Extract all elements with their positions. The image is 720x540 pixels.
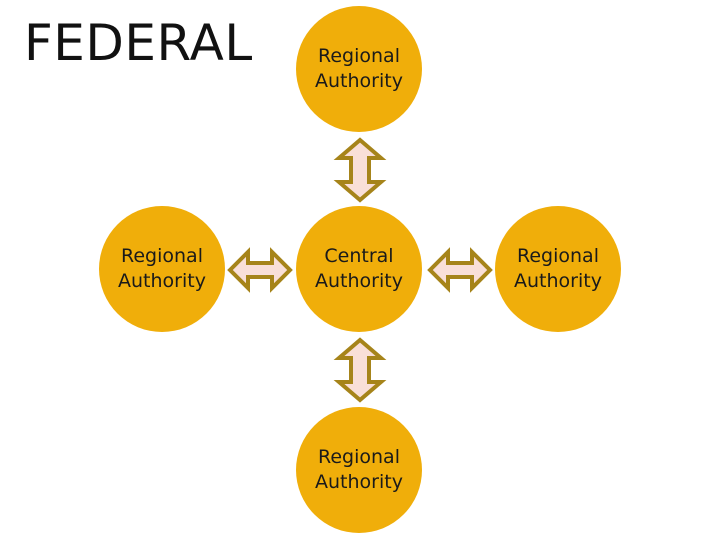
central-authority-node: Central Authority bbox=[296, 206, 422, 332]
node-label: Regional Authority bbox=[315, 446, 403, 493]
node-label: Regional Authority bbox=[315, 45, 403, 92]
double-arrow-vertical-icon bbox=[333, 137, 387, 203]
double-arrow-vertical-icon bbox=[333, 337, 387, 403]
node-label: Central Authority bbox=[315, 245, 403, 292]
node-label: Regional Authority bbox=[118, 245, 206, 292]
regional-authority-bottom-node: Regional Authority bbox=[296, 407, 422, 533]
double-arrow-horizontal-icon bbox=[227, 247, 293, 293]
node-label: Regional Authority bbox=[514, 245, 602, 292]
double-arrow-horizontal-icon bbox=[427, 247, 493, 293]
regional-authority-left-node: Regional Authority bbox=[99, 206, 225, 332]
regional-authority-top-node: Regional Authority bbox=[296, 6, 422, 132]
regional-authority-right-node: Regional Authority bbox=[495, 206, 621, 332]
page-title: FEDERAL bbox=[24, 14, 253, 72]
